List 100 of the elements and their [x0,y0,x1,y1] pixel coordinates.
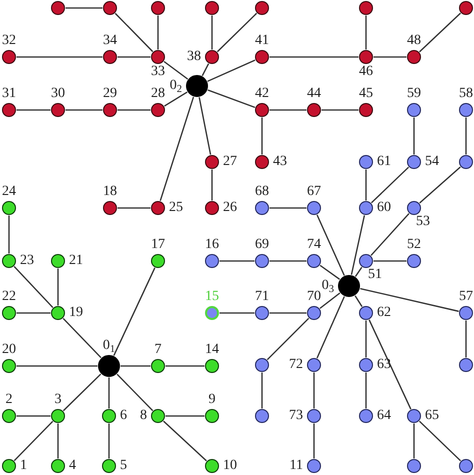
node-number: 19 [69,306,83,320]
node-number: 23 [20,254,34,268]
graph-node [205,155,219,169]
node-number: 32 [2,34,16,48]
node-number: 2 [6,393,12,407]
connector-line [66,7,102,9]
connector-line [354,295,363,307]
graph-node [359,409,373,423]
node-number: 42 [255,87,269,101]
graph-node [51,459,65,473]
connector-line [216,12,258,52]
node-number: 51 [368,268,382,282]
graph-node [359,201,373,215]
connector-line [261,372,263,408]
node-number: 30 [51,87,65,101]
node-number: 27 [223,155,237,169]
graph-node [255,201,269,215]
connector-line [350,215,366,275]
graph-node [51,103,65,117]
node-number: 26 [223,201,237,215]
node-number: 71 [255,290,269,304]
graph-node [205,254,219,268]
node-number: 53 [416,215,430,229]
node-number: 60 [377,201,391,215]
connector-line [413,118,415,154]
connector-line [108,378,110,408]
node-number: 58 [459,87,473,101]
connector-line [16,365,98,367]
connector-line [270,56,358,58]
graph-node [407,459,421,473]
graph-node [307,358,321,372]
connector-line [14,266,54,308]
connector-line [198,97,212,155]
node-number: 72 [289,358,303,372]
connector-line [118,56,150,58]
node-number: 64 [377,409,391,423]
connector-line [368,320,412,410]
graph-node [205,459,219,473]
connector-line [160,96,194,202]
node-number: 17 [151,238,165,252]
node-number: 9 [208,393,216,407]
hub-node [338,275,360,297]
graph-node [205,201,219,215]
graph-node [307,459,321,473]
graph-node [407,254,421,268]
graph-node [307,103,321,117]
connector-line [118,207,150,209]
node-number: 70 [307,290,321,304]
connector-line [419,166,461,204]
node-number: 14 [205,343,219,357]
node-number: 45 [359,87,373,101]
connector-line [365,170,367,200]
connector-line [320,264,340,280]
node-number: 3 [54,393,62,407]
node-number: 43 [273,155,287,169]
connector-line [211,170,213,200]
connector-line [313,372,315,408]
node-number: 57 [459,290,473,304]
graph-node [205,50,219,64]
node-number: 28 [151,87,165,101]
node-number: 44 [307,87,321,101]
node-number: 1 [20,459,27,473]
connector-line [114,12,154,52]
node-number: 20 [2,343,16,357]
graph-node [151,359,165,373]
node-number: 52 [407,238,421,252]
graph-node [459,1,473,15]
graph-node [51,254,65,268]
graph-node [103,201,117,215]
node-number: 21 [69,254,83,268]
graph-node [151,103,165,117]
graph-node [459,155,473,169]
graph-node [2,50,16,64]
node-number: 25 [169,201,183,215]
graph-node [459,306,473,320]
graph-node [103,50,117,64]
graph-node [103,103,117,117]
graph-node [307,306,321,320]
connector-line [113,268,156,356]
connector-line [270,207,306,209]
node-number: 0$_{3}$ [322,279,334,293]
node-number: 33 [151,65,165,79]
connector-line [202,63,210,76]
node-number: 0$_{2}$ [170,79,182,93]
node-number: 46 [359,65,373,79]
connector-line [220,312,254,314]
node-number: 61 [377,155,391,169]
node-number: 15 [205,290,219,304]
graph-node [359,50,373,64]
node-number: 22 [2,290,16,304]
node-number: 59 [407,87,421,101]
graph-node [459,358,473,372]
graph-node [407,103,421,117]
connector-line [207,59,256,82]
connector-line [320,292,340,309]
graph-node [459,459,473,473]
graph-node [255,358,269,372]
connector-line [370,166,410,204]
graph-node [102,459,116,473]
graph-node [151,254,165,268]
